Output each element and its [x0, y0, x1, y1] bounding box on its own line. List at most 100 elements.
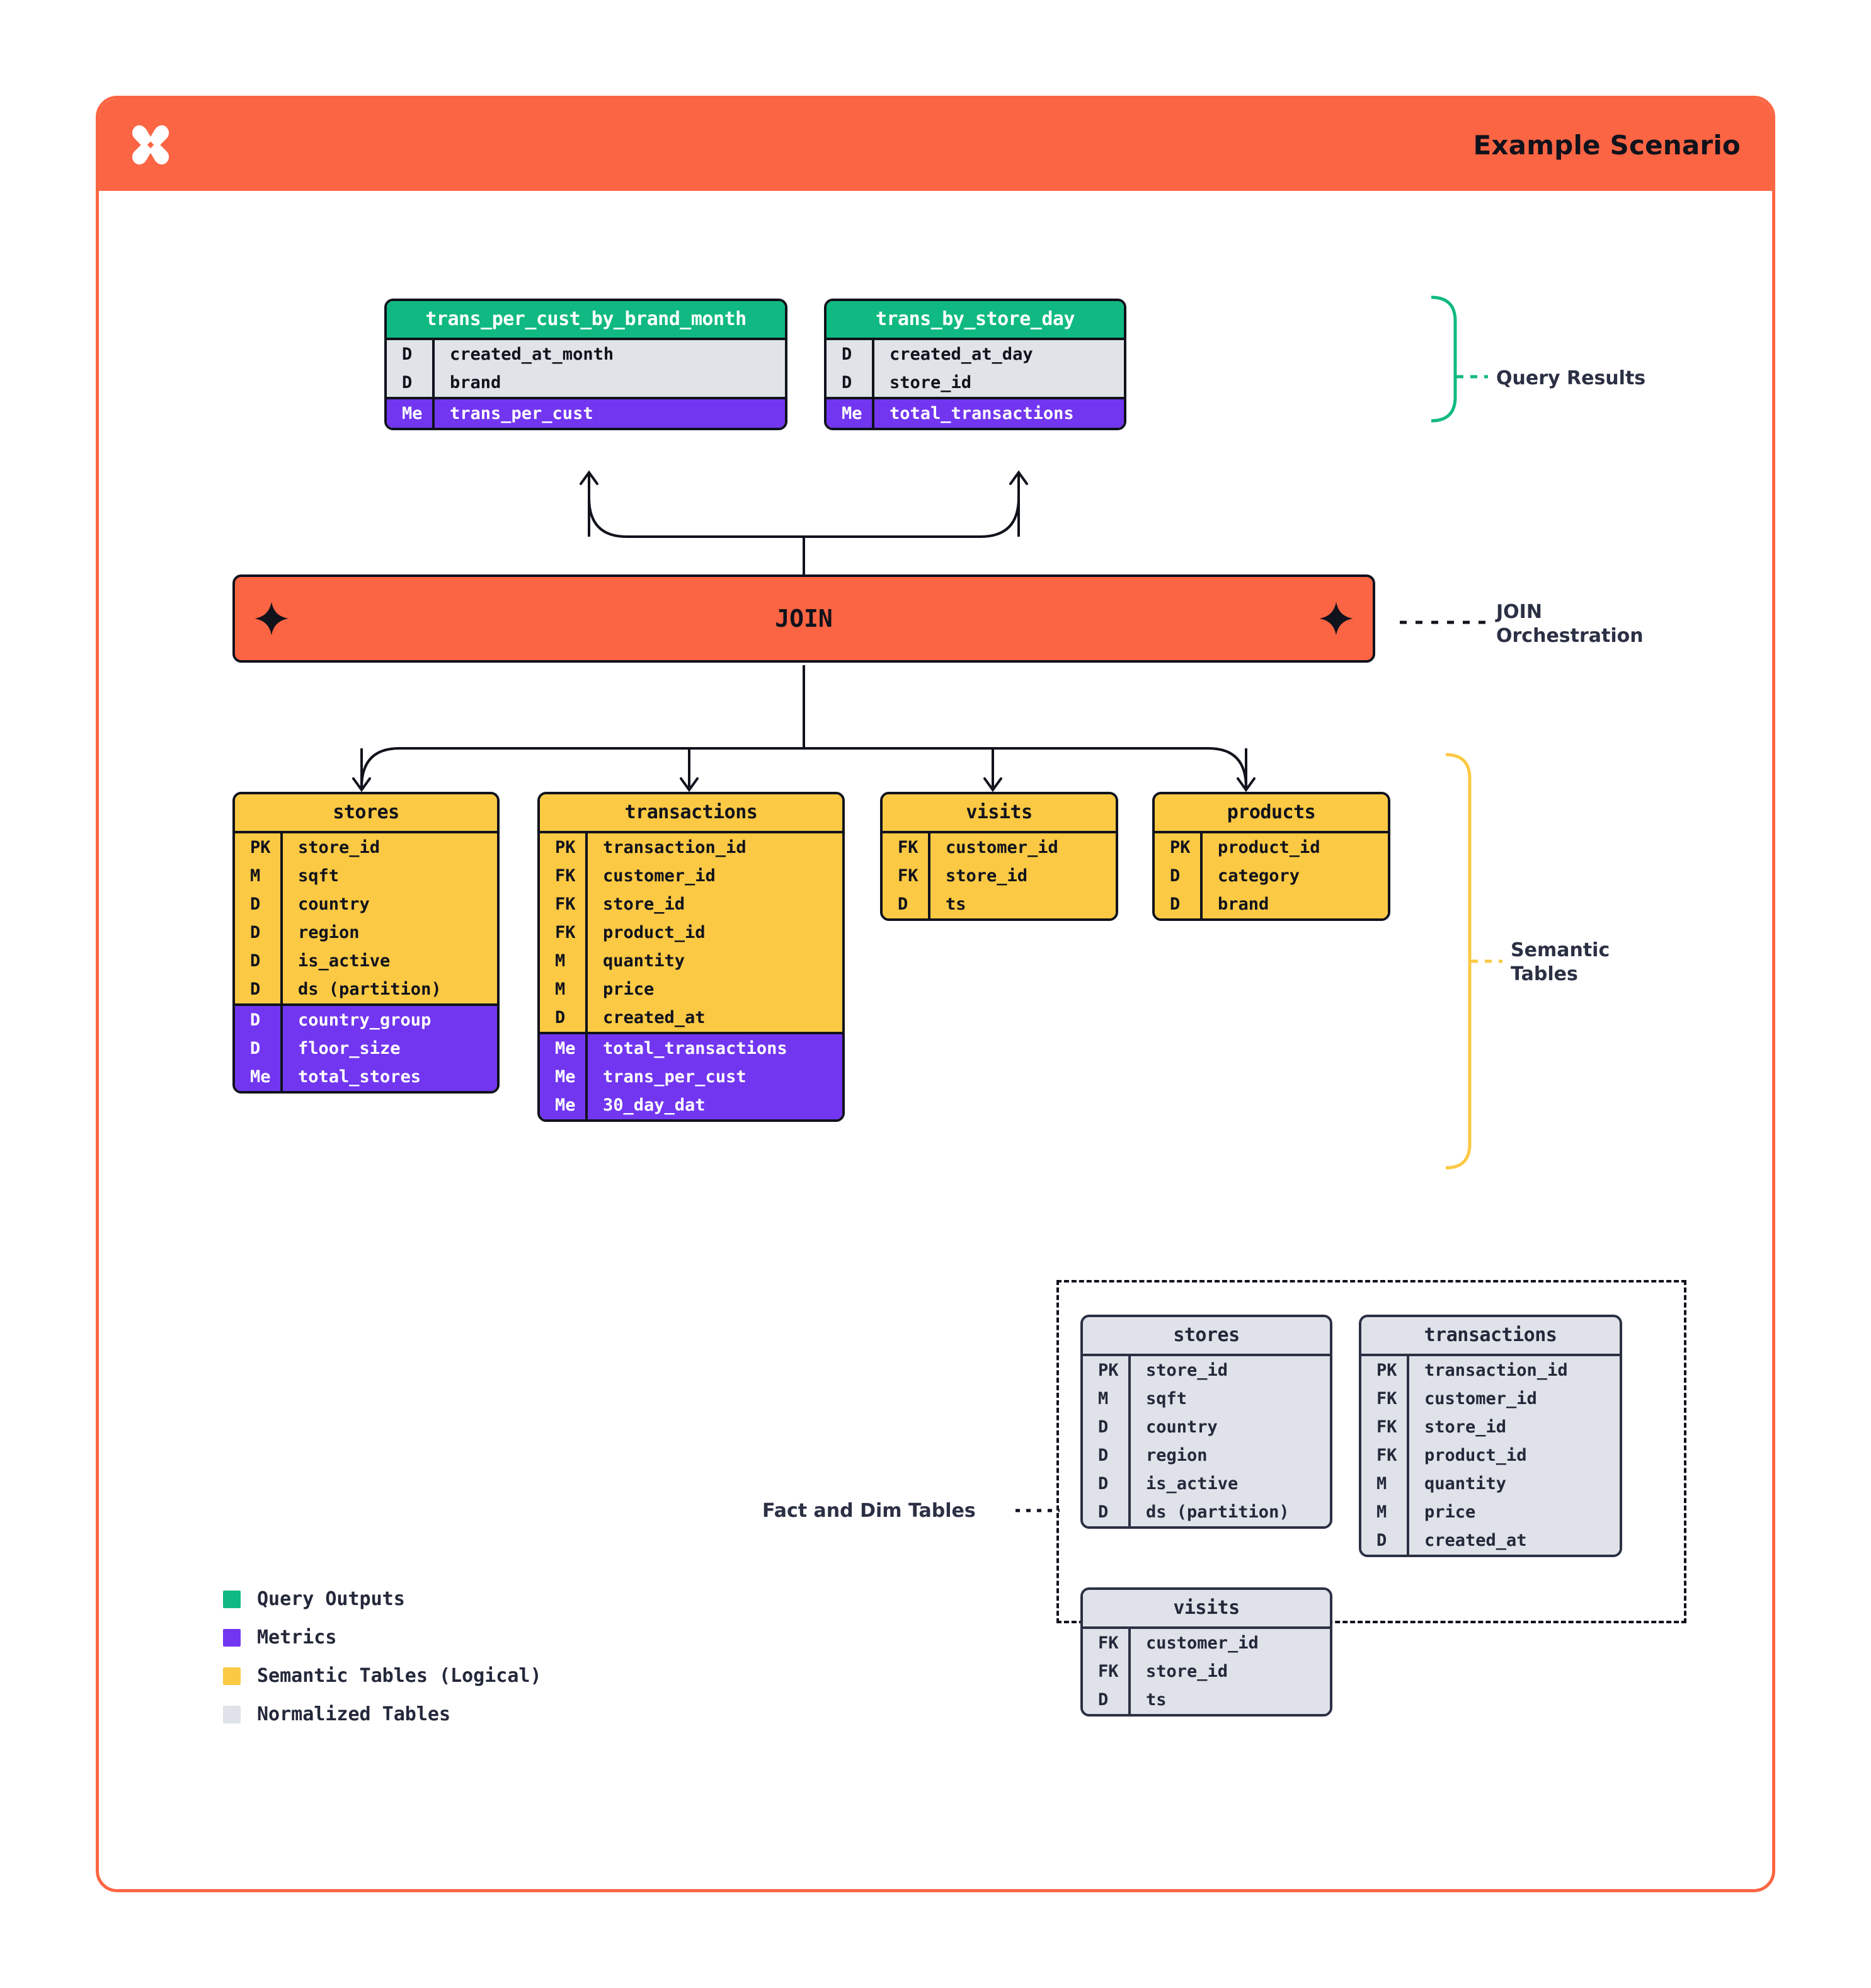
column-key: FK [1361, 1441, 1409, 1470]
table-row: D created_at_month [387, 340, 785, 368]
column-field: country_group [298, 1010, 432, 1030]
column-key: D [1083, 1470, 1131, 1498]
sparkle-icon [1319, 602, 1353, 636]
column-field: created_at [1424, 1531, 1527, 1550]
column-key: FK [883, 862, 930, 890]
column-field: ds (partition) [1146, 1502, 1290, 1522]
column-field: floor_size [298, 1039, 401, 1058]
table-title: visits [1083, 1590, 1330, 1626]
column-field: store_id [298, 838, 380, 857]
column-field: store_id [946, 866, 1028, 886]
join-orchestration-box[interactable]: JOIN [232, 574, 1375, 663]
legend-item: Metrics [223, 1626, 542, 1648]
column-field: product_id [1424, 1446, 1527, 1465]
column-field: region [298, 923, 360, 942]
column-field: store_id [1146, 1361, 1228, 1380]
column-key: PK [1155, 833, 1203, 862]
annotation-line-1: Semantic [1511, 939, 1610, 961]
column-key: PK [1361, 1356, 1409, 1385]
table-title: stores [235, 794, 497, 831]
column-field: is_active [1146, 1474, 1239, 1494]
column-field: created_at_month [450, 345, 614, 364]
legend-label: Normalized Tables [257, 1703, 451, 1725]
column-field: quantity [1424, 1474, 1507, 1494]
metrics-section: Me total_transactions [827, 397, 1124, 428]
column-key: D [1155, 862, 1203, 890]
column-key: PK [540, 833, 588, 862]
table-title: visits [883, 794, 1116, 831]
column-key: M [1361, 1498, 1409, 1526]
table-row: D brand [387, 368, 785, 397]
metrics-section: Me trans_per_cust [387, 397, 785, 428]
fact-and-dim-group [1056, 1280, 1686, 1623]
table-row: PK transaction_id [540, 833, 842, 862]
column-field: ts [946, 894, 966, 914]
legend-item: Semantic Tables (Logical) [223, 1665, 542, 1687]
column-key: PK [235, 833, 283, 862]
column-field: trans_per_cust [603, 1067, 747, 1087]
legend-swatch [223, 1590, 241, 1608]
table-title: trans_per_cust_by_brand_month [387, 301, 785, 338]
table-row: FK store_id [1361, 1413, 1620, 1441]
x-star-logo-icon [132, 125, 169, 165]
column-field: category [1218, 866, 1300, 886]
legend-label: Query Outputs [257, 1588, 405, 1610]
column-key: FK [1361, 1413, 1409, 1441]
column-key: M [1361, 1470, 1409, 1498]
column-key: D [235, 918, 283, 947]
query-result-table-1[interactable]: trans_by_store_day D created_at_day D st… [824, 299, 1126, 430]
column-field: quantity [603, 951, 685, 971]
diagram-frame: Example Scenario [96, 96, 1775, 1892]
column-key: D [1155, 890, 1203, 918]
column-field: trans_per_cust [450, 404, 593, 423]
column-field: product_id [1218, 838, 1320, 857]
column-key: FK [540, 890, 588, 918]
column-field: total_stores [298, 1067, 421, 1087]
column-field: created_at_day [890, 345, 1033, 364]
column-key: FK [540, 862, 588, 890]
legend-swatch [223, 1705, 241, 1723]
column-key: FK [1361, 1385, 1409, 1413]
column-field: country [1146, 1417, 1218, 1437]
dimensions-section: D created_at_day D store_id [827, 338, 1124, 397]
query-result-table-0[interactable]: trans_per_cust_by_brand_month D created_… [384, 299, 787, 430]
dimensions-section: D created_at_month D brand [387, 338, 785, 397]
column-key: D [387, 340, 435, 368]
column-field: sqft [1146, 1389, 1187, 1408]
table-title: products [1155, 794, 1388, 831]
legend-label: Metrics [257, 1626, 337, 1648]
column-key: D [235, 947, 283, 975]
column-field: store_id [1424, 1417, 1507, 1437]
column-field: region [1146, 1446, 1208, 1465]
column-key: D [235, 1034, 283, 1063]
column-key: Me [540, 1034, 588, 1063]
annotation-query-results: Query Results [1496, 367, 1646, 389]
annotation-join-orchestration: JOIN Orchestration [1496, 600, 1644, 649]
column-key: D [235, 1006, 283, 1034]
table-row: D created_at_day [827, 340, 1124, 368]
column-field: transaction_id [603, 838, 747, 857]
